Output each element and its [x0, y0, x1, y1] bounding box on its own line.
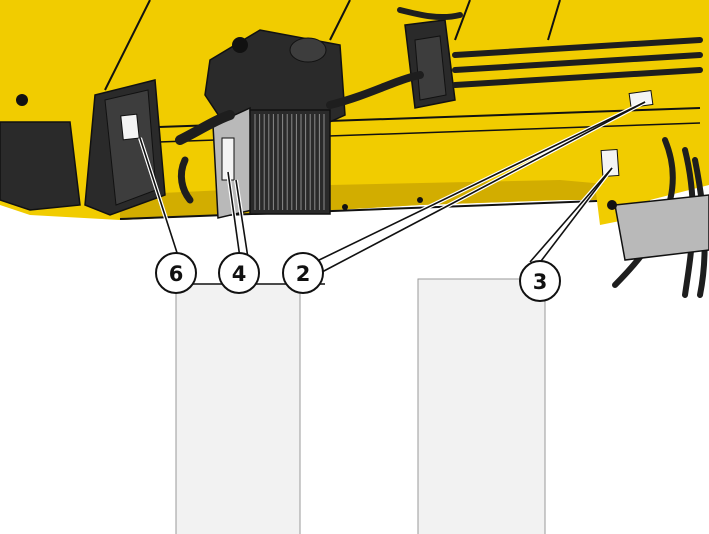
leader-line-4a [227, 171, 241, 259]
pivot-bolt [607, 200, 617, 210]
control-box [84, 79, 166, 216]
callout-2-label: 2 [296, 262, 311, 286]
callout-3: 3 [519, 260, 561, 302]
leader-line-2b [321, 101, 646, 273]
left-hopper-wall [0, 0, 150, 110]
leader-lines-outline [139, 101, 646, 273]
hydraulic-hoses [175, 7, 708, 298]
bolt-head [342, 204, 348, 210]
tank-cap [289, 37, 327, 63]
leader-line-6 [139, 137, 181, 263]
leader-line-3b [537, 167, 613, 266]
decal-item-3 [600, 148, 620, 178]
chassis-bottom-edge [119, 198, 651, 220]
valve-block [404, 19, 456, 109]
oil-cooler [212, 106, 331, 219]
hopper-rib [454, 0, 471, 41]
callout-6-label: 6 [169, 262, 184, 286]
callout-6: 6 [155, 252, 197, 294]
drain-hole [16, 94, 28, 106]
hopper-rib [329, 0, 351, 41]
tank-filler-cap [232, 37, 248, 53]
leader-line-2a [314, 101, 646, 263]
cooler-fins [254, 114, 325, 210]
hopper-rib [547, 0, 561, 41]
placeholder-panels [175, 278, 546, 534]
panel-left [175, 283, 301, 534]
callout-4-label: 4 [232, 262, 247, 286]
left-frame-member [0, 121, 81, 211]
bolt-head [417, 197, 423, 203]
callout-3-label: 3 [533, 270, 548, 294]
control-box-decal [120, 113, 140, 141]
leader-line-4b [235, 179, 249, 259]
axle-housing [614, 194, 709, 261]
hopper-edge [104, 0, 151, 91]
cooler-core [249, 109, 331, 215]
right-mechanism [595, 180, 709, 261]
callout-2: 2 [282, 252, 324, 294]
leader-line-3a [529, 167, 613, 263]
decal-item-2 [628, 89, 654, 109]
panel-right [417, 278, 546, 534]
callout-4: 4 [218, 252, 260, 294]
upper-chassis [0, 0, 709, 220]
